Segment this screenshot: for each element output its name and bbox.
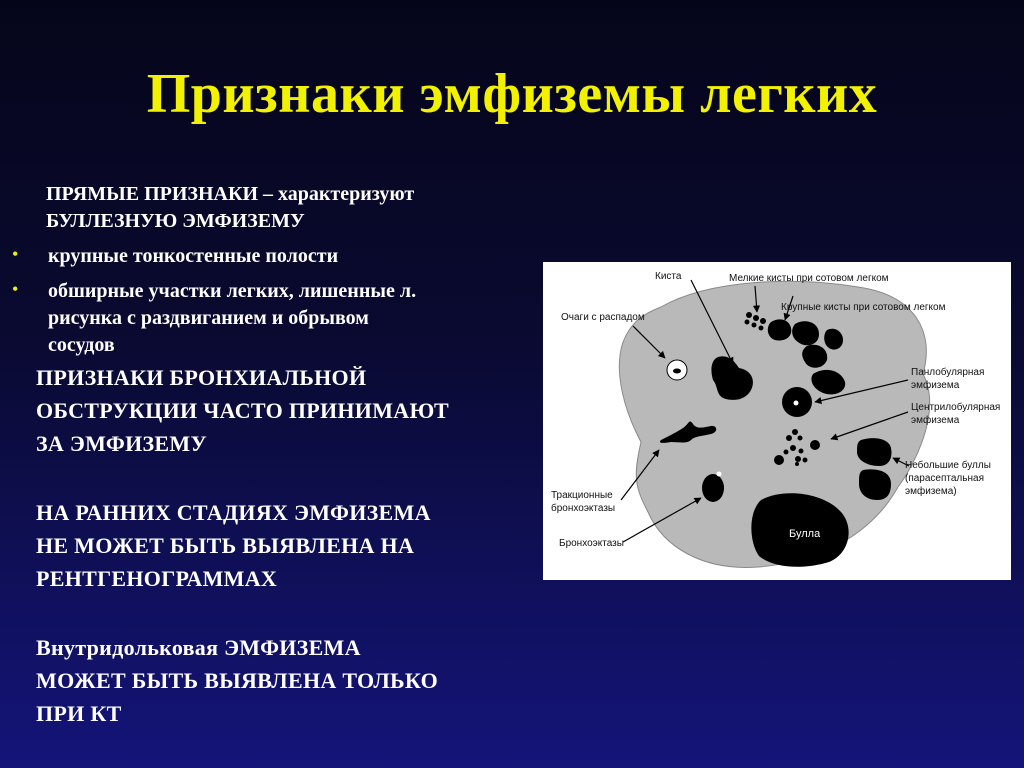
paragraph-1-line-1: ПРИЗНАКИ БРОНХИАЛЬНОЙ <box>36 365 367 390</box>
label-panlobular-2: эмфизема <box>911 379 960 391</box>
label-foci: Очаги с распадом <box>561 312 645 323</box>
label-bronchiectasis: Бронхоэктазы <box>559 538 624 549</box>
label-cyst: Киста <box>655 271 682 282</box>
label-small-bullae-1: Небольшие буллы <box>905 459 991 471</box>
bullet-2-line-2: рисунка с раздвиганием и обрывом <box>48 307 369 329</box>
paragraph-1-line-3: ЗА ЭМФИЗЕМУ <box>36 431 207 456</box>
cyst <box>711 356 753 400</box>
centrilobular-dots <box>774 429 820 466</box>
label-small-bullae-3: эмфизема) <box>905 485 957 497</box>
slide-title: Признаки эмфиземы легких <box>146 63 878 125</box>
paragraph-1-line-2: ОБСТРУКЦИИ ЧАСТО ПРИНИМАЮТ <box>36 398 449 423</box>
label-large-cysts: Крупные кисты при сотовом легком <box>781 302 946 313</box>
bullet-2-line-1: обширные участки легких, лишенные л. <box>48 280 417 302</box>
bullet-icon: • <box>12 279 19 299</box>
bullet-2-line-3: сосудов <box>48 334 115 356</box>
label-small-bullae-2: (парасептальная <box>905 473 984 484</box>
paragraph-2-line-2: НЕ МОЖЕТ БЫТЬ ВЫЯВЛЕНА НА <box>36 533 415 558</box>
bronchiectasis-lesion <box>702 474 724 502</box>
paragraph-2-line-3: РЕНТГЕНОГРАММАХ <box>36 566 278 591</box>
direct-signs-heading-line1: ПРЯМЫЕ ПРИЗНАКИ – характеризуют <box>46 183 415 205</box>
label-traction-2: бронхоэктазы <box>551 502 615 514</box>
label-traction-1: Тракционные <box>551 490 613 501</box>
label-bulla: Булла <box>789 528 821 540</box>
emphysema-diagram: Киста Мелкие кисты при сотовом легком Кр… <box>543 262 1011 580</box>
label-small-cysts: Мелкие кисты при сотовом легком <box>729 273 889 284</box>
label-centrilobular-1: Центрилобулярная <box>911 401 1000 413</box>
paragraph-3-line-3: ПРИ КТ <box>36 701 122 726</box>
direct-signs-heading-line2: БУЛЛЕЗНУЮ ЭМФИЗЕМУ <box>46 210 305 232</box>
bullet-icon: • <box>12 244 19 264</box>
label-centrilobular-2: эмфизема <box>911 414 960 426</box>
bullet-1-line-1: крупные тонкостенные полости <box>48 245 339 267</box>
large-cysts <box>767 319 846 395</box>
bulla <box>751 493 849 567</box>
label-panlobular-1: Панлобулярная <box>911 366 984 378</box>
small-bullae <box>857 438 892 500</box>
paragraph-3-line-1: Внутридольковая ЭМФИЗЕМА <box>36 635 361 660</box>
traction-bronchiectasis <box>659 421 717 443</box>
small-cysts <box>744 312 766 331</box>
paragraph-3-line-2: МОЖЕТ БЫТЬ ВЫЯВЛЕНА ТОЛЬКО <box>36 668 439 693</box>
paragraph-2-line-1: НА РАННИХ СТАДИЯХ ЭМФИЗЕМА <box>36 500 431 525</box>
